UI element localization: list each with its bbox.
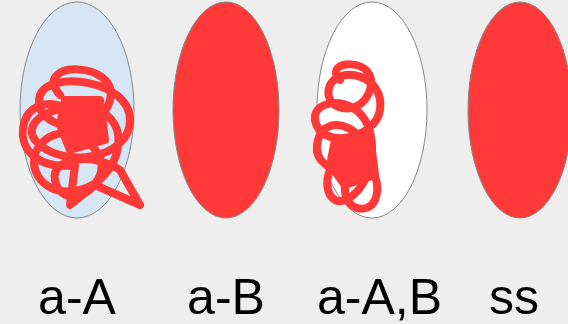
- cell-shape: [317, 2, 427, 218]
- cell-label: a-A: [20, 272, 134, 322]
- cell-node: ss: [462, 2, 566, 322]
- cell-label: a-B: [173, 272, 279, 322]
- cell-label: ss: [462, 272, 566, 322]
- scribble: [23, 69, 140, 205]
- cell-node: a-B: [173, 2, 279, 322]
- cell-shape: [173, 2, 279, 218]
- cell-shape: [468, 2, 568, 218]
- cell-node: a-A,B: [317, 2, 427, 322]
- scribble: [330, 135, 375, 185]
- scribble: [315, 64, 381, 208]
- cell-node: a-A: [20, 2, 134, 322]
- cell-label: a-A,B: [317, 272, 427, 322]
- scribble: [60, 100, 105, 150]
